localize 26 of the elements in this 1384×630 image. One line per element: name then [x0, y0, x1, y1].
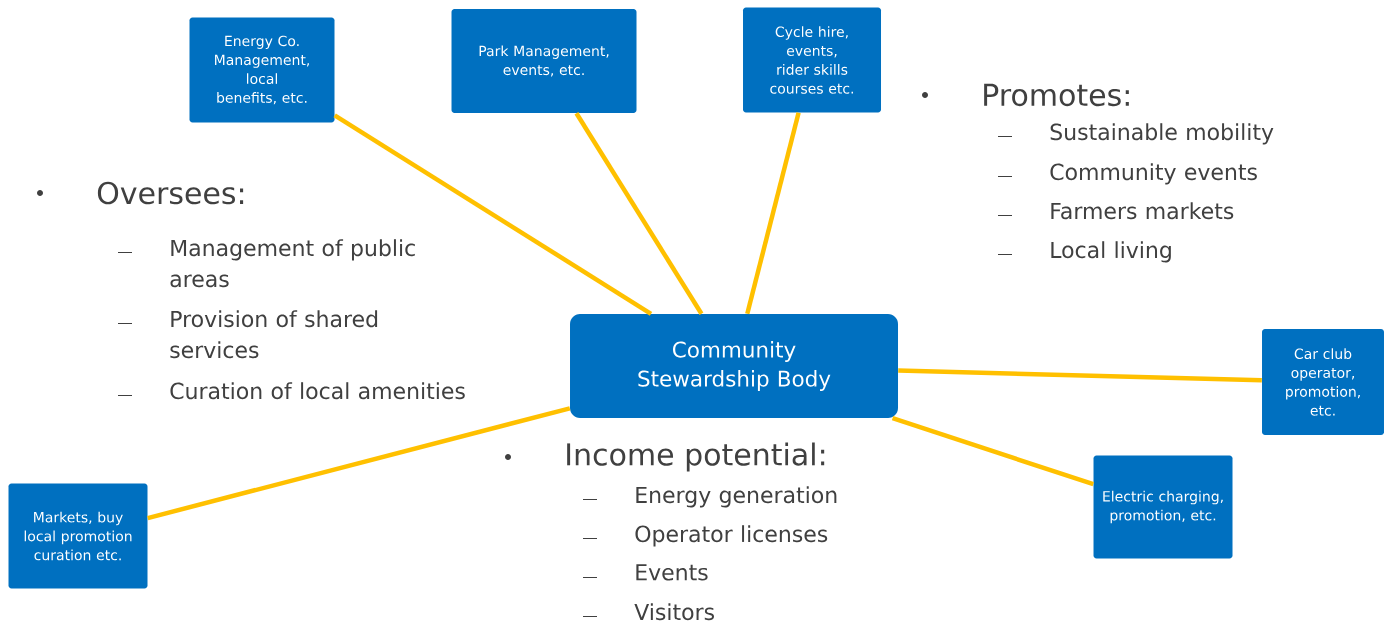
list-item: Provision of shared services: [170, 310, 378, 359]
list-heading: Promotes:: [984, 83, 1129, 107]
connector-line: [147, 406, 571, 521]
role-box: Car club operator, promotion, etc.: [1262, 329, 1384, 435]
connector-line: [891, 416, 1094, 487]
role-box: Markets, buy local promotion curation etc.: [8, 483, 148, 589]
list-item: Events: [636, 564, 708, 581]
connector-line: [333, 113, 653, 316]
role-box: Electric charging, promotion, etc.: [1093, 455, 1233, 559]
connector-line: [574, 112, 704, 315]
list-item: Local living: [1051, 241, 1171, 263]
list-item: Curation of local amenities: [170, 382, 465, 400]
list-item: Management of public areas: [170, 239, 415, 288]
list-item: Energy generation: [636, 486, 837, 508]
role-box: Energy Co. Management, local benefits, etc.: [189, 17, 335, 123]
role-box: Cycle hire, events, rider skills courses etc.: [743, 7, 881, 113]
stewardship-box: Community Stewardship Body: [570, 314, 898, 418]
list-item: Community events: [1050, 163, 1257, 185]
list-item: Operator licenses: [635, 525, 828, 547]
role-box: Park Management, events, etc.: [451, 9, 637, 113]
connector-line: [745, 112, 801, 315]
list-heading: Oversees:: [97, 181, 244, 205]
list-item: Visitors: [634, 603, 714, 621]
connector-line: [898, 368, 1262, 383]
list-item: Sustainable mobility: [1050, 123, 1274, 145]
list-item: Farmers markets: [1051, 202, 1234, 220]
